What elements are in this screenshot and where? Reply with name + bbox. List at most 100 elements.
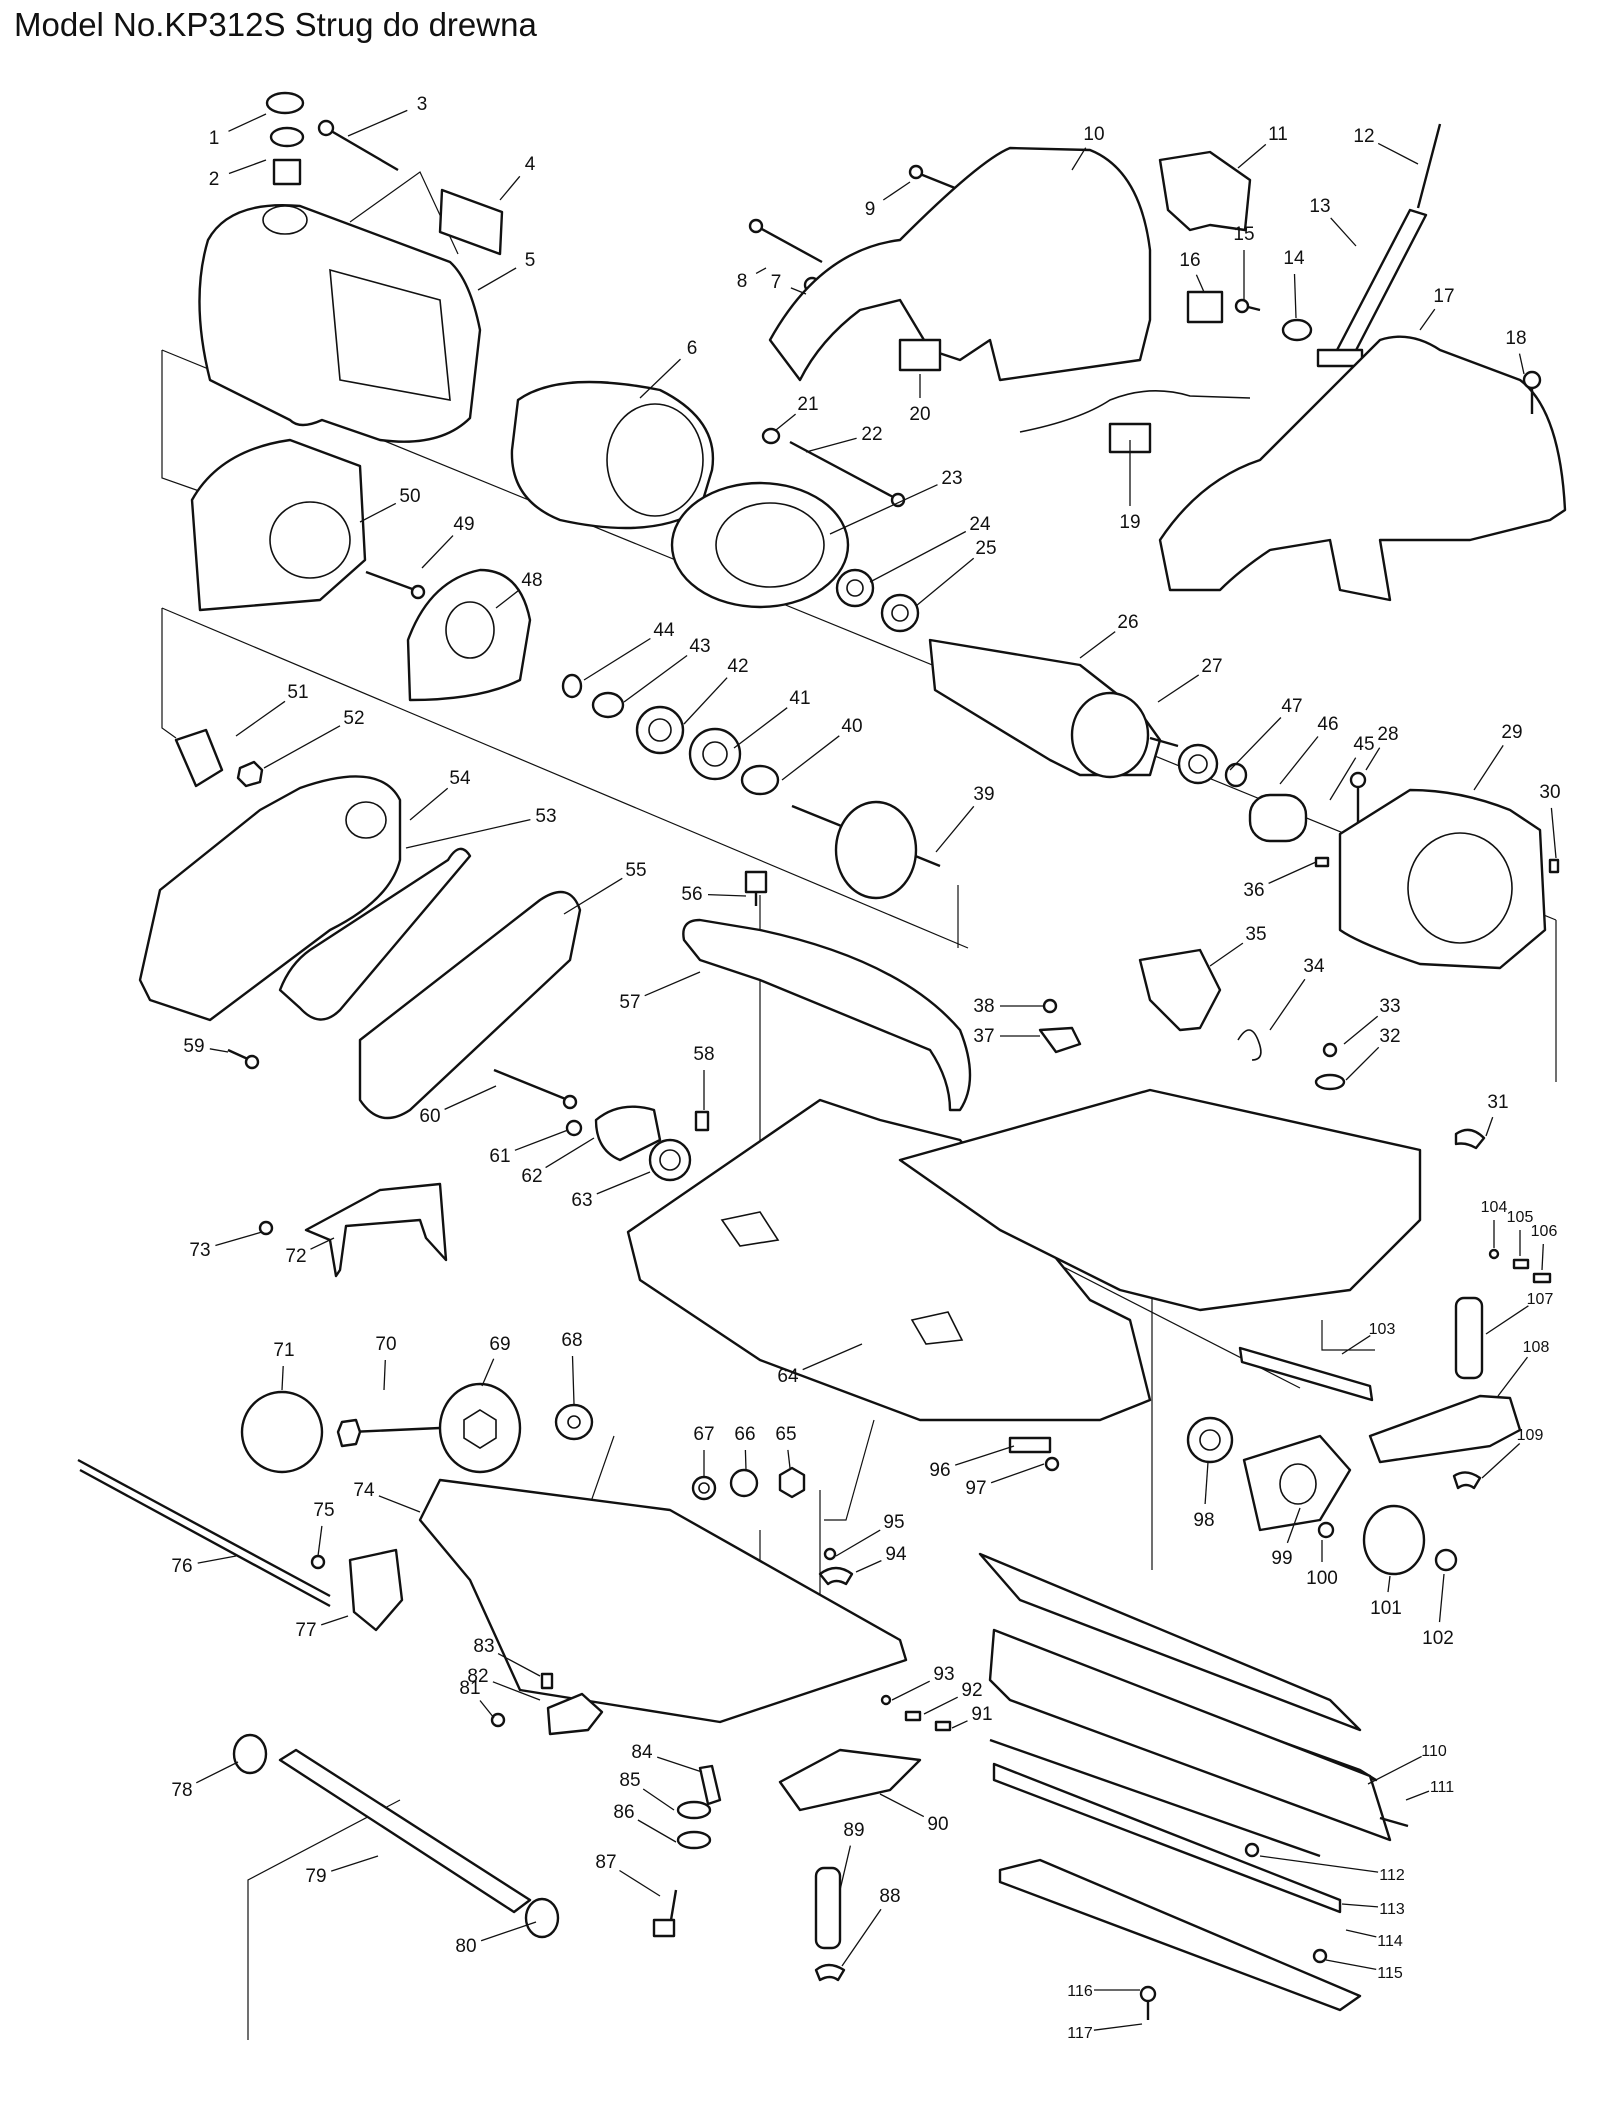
leader-line-77	[320, 1615, 349, 1626]
callout-72: 72	[285, 1246, 306, 1267]
leader-line-29	[1473, 745, 1504, 791]
leader-line-52	[263, 725, 341, 769]
leader-line-18	[1518, 353, 1525, 375]
callout-110: 110	[1421, 1743, 1447, 1760]
leader-line-74	[378, 1495, 421, 1513]
leader-line-13	[1330, 217, 1357, 247]
leader-line-96	[954, 1445, 1015, 1466]
leader-line-46	[1279, 736, 1319, 785]
callout-11: 11	[1268, 124, 1288, 145]
callout-52: 52	[343, 708, 364, 729]
leader-line-36	[1268, 861, 1317, 884]
callout-95: 95	[883, 1512, 904, 1533]
leader-line-110	[1367, 1755, 1422, 1785]
leader-line-54	[409, 787, 449, 821]
callout-83: 83	[473, 1636, 494, 1657]
callout-30: 30	[1539, 782, 1560, 803]
leader-line-51	[235, 700, 286, 737]
leader-line-62	[545, 1137, 595, 1169]
callout-40: 40	[841, 716, 862, 737]
callout-97: 97	[965, 1478, 986, 1499]
leader-line-106	[1541, 1243, 1544, 1271]
callout-102: 102	[1422, 1628, 1454, 1649]
leader-line-33	[1343, 1015, 1379, 1045]
leader-line-59	[209, 1048, 229, 1053]
callout-64: 64	[777, 1366, 799, 1387]
callout-43: 43	[689, 636, 710, 657]
leader-line-103	[1341, 1335, 1371, 1355]
callout-22: 22	[861, 424, 882, 445]
callout-70: 70	[375, 1334, 396, 1355]
callout-27: 27	[1201, 656, 1222, 677]
leader-line-80	[480, 1921, 537, 1942]
leader-line-47	[1229, 717, 1282, 771]
leader-line-71	[281, 1365, 284, 1391]
callout-113: 113	[1379, 1901, 1405, 1918]
callout-32: 32	[1379, 1026, 1400, 1047]
leader-line-53	[405, 818, 531, 849]
callout-56: 56	[681, 884, 702, 905]
leader-line-26	[1079, 631, 1116, 659]
leader-line-41	[733, 707, 788, 749]
callout-115: 115	[1377, 1965, 1403, 1982]
callout-7: 7	[771, 272, 782, 293]
leader-line-64	[802, 1343, 863, 1371]
leader-line-24	[869, 530, 967, 583]
callout-39: 39	[973, 784, 994, 805]
leader-line-111	[1405, 1790, 1430, 1801]
leader-line-69	[481, 1358, 495, 1387]
callout-106: 106	[1531, 1223, 1558, 1240]
leader-line-91	[951, 1720, 968, 1729]
leader-line-8	[755, 267, 767, 274]
callout-55: 55	[625, 860, 646, 881]
callout-15: 15	[1233, 224, 1254, 245]
callout-12: 12	[1353, 126, 1374, 147]
callout-100: 100	[1306, 1568, 1338, 1589]
leader-line-99	[1286, 1507, 1301, 1544]
leader-line-114	[1345, 1929, 1377, 1938]
leader-line-93	[891, 1680, 930, 1701]
page-title: Model No.KP312S Strug do drewna	[14, 6, 537, 43]
leader-line-14	[1293, 273, 1297, 319]
leader-line-87	[619, 1869, 661, 1897]
callout-42: 42	[727, 656, 748, 677]
callout-18: 18	[1505, 328, 1526, 349]
leader-line-65	[787, 1449, 791, 1469]
callout-92: 92	[961, 1680, 982, 1701]
callout-111: 111	[1430, 1779, 1454, 1796]
callout-103: 103	[1369, 1321, 1396, 1338]
callout-5: 5	[525, 250, 536, 271]
callout-107: 107	[1527, 1291, 1554, 1308]
leader-line-88	[841, 1908, 882, 1967]
leader-line-102	[1438, 1573, 1445, 1623]
leader-line-7	[790, 287, 807, 295]
leader-line-16	[1195, 274, 1205, 293]
callout-101: 101	[1370, 1598, 1402, 1619]
leader-line-25	[915, 557, 975, 607]
leader-line-11	[1237, 143, 1267, 169]
callout-6: 6	[687, 338, 698, 359]
leader-line-40	[781, 735, 840, 781]
callout-80: 80	[455, 1936, 476, 1957]
callout-2: 2	[209, 169, 220, 190]
leader-line-39	[935, 805, 975, 853]
leader-line-10	[1071, 147, 1087, 171]
callout-79: 79	[305, 1866, 326, 1887]
callout-24: 24	[969, 514, 991, 535]
callout-91: 91	[971, 1704, 992, 1725]
callout-82: 82	[467, 1666, 488, 1687]
leader-line-31	[1485, 1116, 1494, 1137]
leader-line-30	[1550, 807, 1557, 859]
callout-53: 53	[535, 806, 556, 827]
callout-75: 75	[313, 1500, 334, 1521]
callout-51: 51	[287, 682, 308, 703]
leader-line-89	[839, 1845, 852, 1891]
leader-line-57	[644, 971, 701, 997]
parts-artwork	[77, 91, 1567, 2020]
leader-line-92	[923, 1696, 958, 1715]
callout-116: 116	[1067, 1983, 1093, 2000]
callout-36: 36	[1243, 880, 1264, 901]
leader-line-28	[1365, 747, 1381, 771]
leader-line-70	[383, 1359, 386, 1391]
